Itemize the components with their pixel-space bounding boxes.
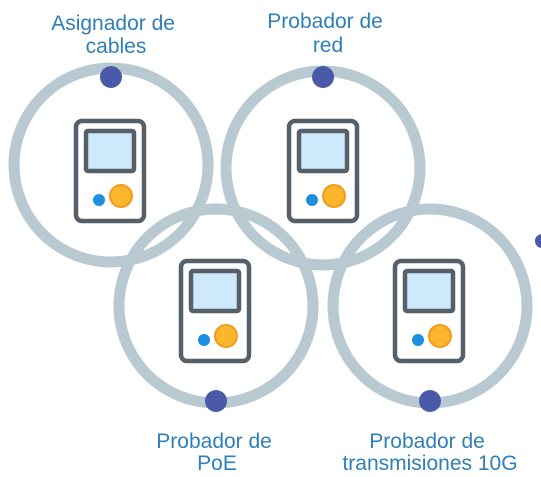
ring-dot [100,66,122,88]
decorative-dot [535,234,541,248]
tool-10g-tester: Probador de transmisiones 10G [342,258,518,475]
tool-label-line-2: PoE [197,452,237,475]
tool-cable-mapper: Asignador de cables [51,12,181,224]
handheld-tester-icon [286,118,360,224]
handheld-tester-icon [392,258,466,364]
tool-label-line-1: Probador de [156,430,272,453]
tool-poe-tester: Probador de PoE [156,258,277,475]
tool-label-line-1: Probador de [369,430,485,453]
ring-dot [205,390,227,412]
tool-label: Probador de red [267,10,388,57]
handheld-tester-icon [73,118,147,224]
handheld-tester-icon [178,258,252,364]
tool-label: Probador de transmisiones 10G [342,430,517,475]
tool-label-line-1: Probador de [267,10,383,33]
tool-label-line-2: transmisiones 10G [342,452,517,475]
tool-label: Probador de PoE [156,430,277,475]
tool-label: Asignador de cables [51,12,181,58]
tool-network-tester: Probador de red [267,10,388,224]
ring-dot [419,390,441,412]
tool-label-line-2: red [313,34,343,57]
ring-dot [312,66,334,88]
tool-label-line-2: cables [86,35,147,58]
tool-label-line-1: Asignador de [51,12,175,35]
